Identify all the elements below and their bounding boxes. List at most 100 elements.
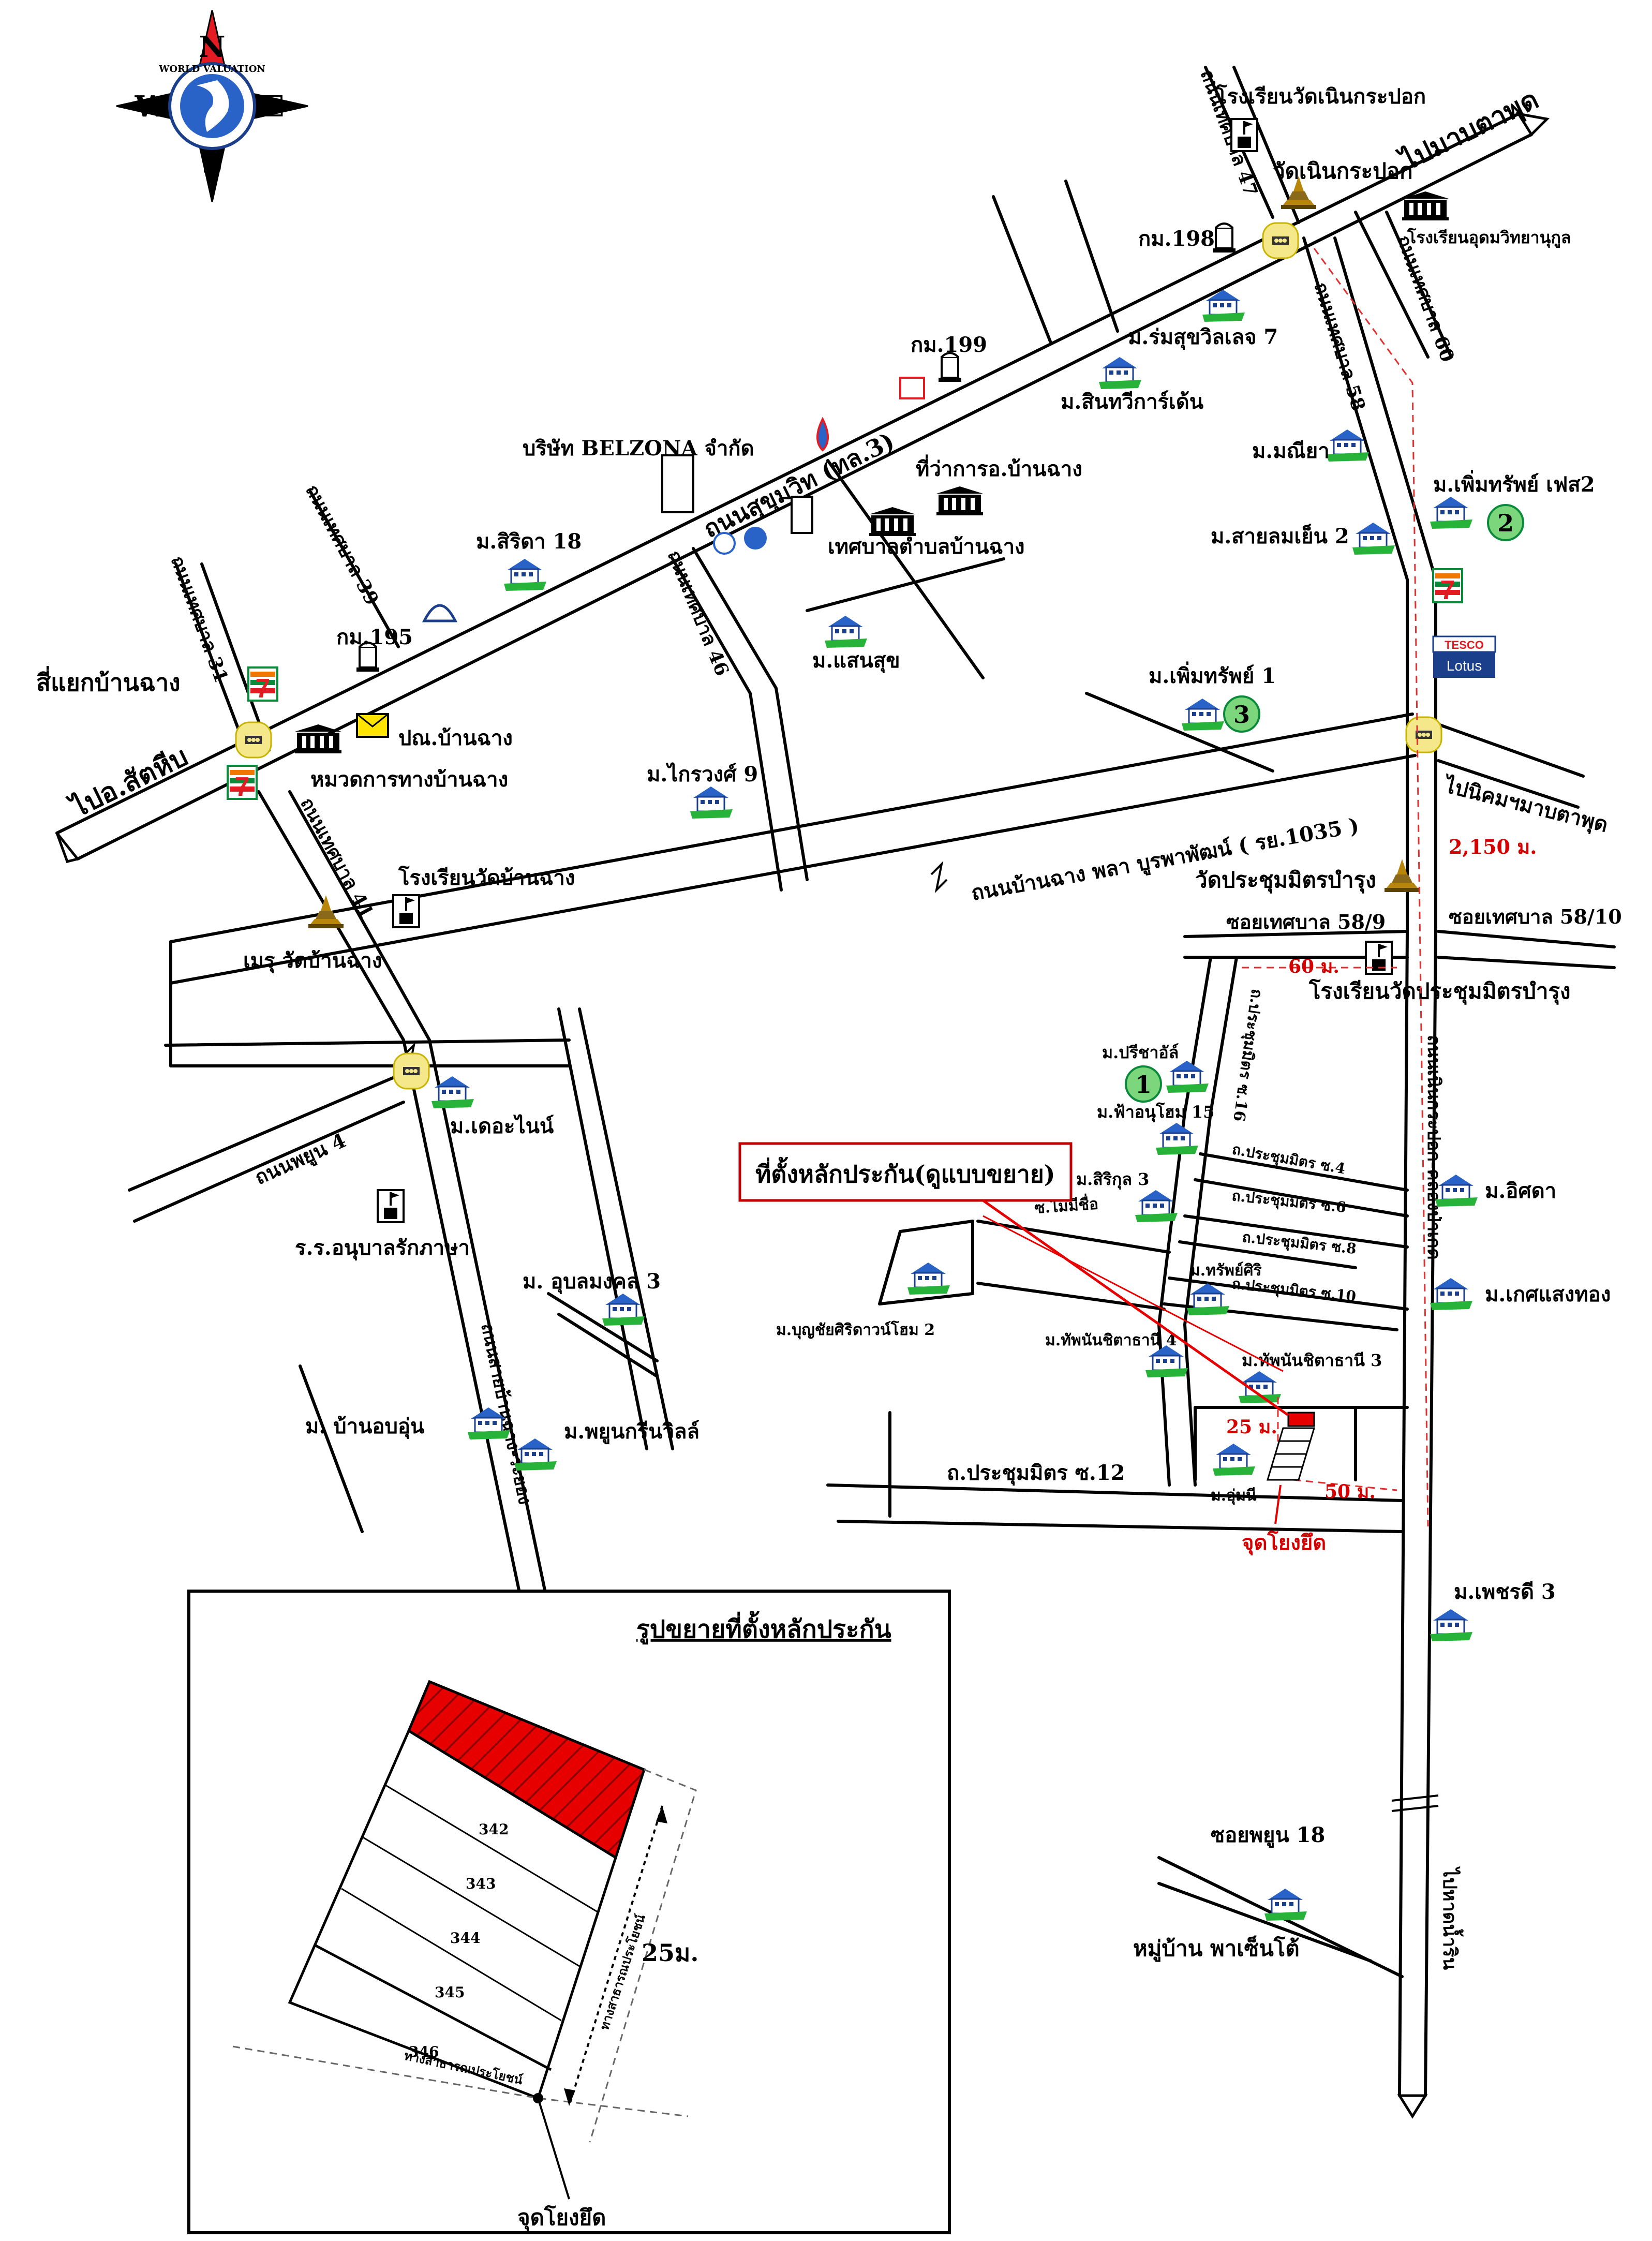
plot-345: 345 <box>435 1984 465 2001</box>
label-meru: เมรุ วัดบ้านฉาง <box>243 948 382 974</box>
label-ref-point: จุดโยงยึด <box>1242 1531 1326 1556</box>
label-phayoon-4: ถนนพยูน 4 <box>251 1129 350 1190</box>
seven-eleven-icon <box>247 666 278 705</box>
village-icon <box>503 558 547 592</box>
inset-title: รูปขยายที่ตั้งหลักประกัน <box>636 1611 891 1645</box>
seven-eleven-icon <box>227 765 258 803</box>
lotus-text: Lotus <box>1447 658 1482 674</box>
village-thanyathanee-4: ม.ทัพนันชิตาธานี 4 <box>1045 1331 1177 1349</box>
collateral-plots-mini <box>1266 1412 1316 1481</box>
village-petcharee-3: ม.เพชรดี 3 <box>1454 1580 1556 1604</box>
inset-panel: รูปขยายที่ตั้งหลักประกัน 342 343 344 345… <box>187 1590 951 2234</box>
village-icon <box>1429 1277 1474 1311</box>
village-icon <box>601 1293 646 1327</box>
temple-icon <box>1385 859 1420 892</box>
village-saensuk: ม.แสนสุข <box>812 648 900 674</box>
label-25m: 25ม. <box>642 1939 698 1967</box>
village-maneeya: ม.มณียา <box>1252 439 1330 463</box>
village-icon <box>824 615 868 649</box>
government-icon <box>936 486 983 515</box>
village-icon <box>1098 356 1142 390</box>
village-ubon-3: ม. อุบลมงคล 3 <box>523 1269 661 1295</box>
label-prachum-6: ถ.ประชุมมิตร ซ.6 <box>1231 1187 1347 1216</box>
village-icon <box>689 785 734 820</box>
collateral-callout[interactable]: ที่ตั้งหลักประกัน(ดูแบบขยาย) <box>738 1142 1073 1202</box>
label-dist-60: 60 ม. <box>1288 956 1340 977</box>
village-icon <box>1155 1122 1199 1156</box>
label-prachum-4: ถ.ประชุมมิตร ซ.4 <box>1231 1140 1347 1178</box>
label-post-office: ปณ.บ้านฉาง <box>398 726 513 750</box>
plot-343: 343 <box>466 1875 496 1892</box>
label-school-noen: โรงเรียนวัดเนินกระปอก <box>1215 84 1426 109</box>
label-tesaban-39: ถนนเทศบาล 39 <box>301 481 383 609</box>
dimension-2150 <box>1313 248 1429 1527</box>
village-umnee: ม.อุ่มนี <box>1211 1487 1257 1505</box>
label-tesaban-60: ถนนเทศบาล 60 <box>1393 232 1459 365</box>
village-icon <box>1134 1189 1179 1223</box>
label-soi-phayoon-18: ซอยพยูน 18 <box>1211 1823 1325 1848</box>
marker-3: 3 <box>1223 695 1260 733</box>
school-icon <box>1365 941 1393 975</box>
village-issada: ม.อิศดา <box>1485 1179 1556 1203</box>
label-km-198: กม.198 <box>1138 227 1215 251</box>
tesco-lotus-logo: TESCO Lotus <box>1432 635 1496 678</box>
village-ket-saeng: ม.เกศแสงทอง <box>1485 1282 1611 1307</box>
label-school-prachum: โรงเรียนวัดประชุมมิตรบำรุง <box>1308 978 1571 1005</box>
gas-station-icon <box>816 417 829 452</box>
village-the-nine: ม.เดอะไนน์ <box>450 1114 554 1138</box>
callout-leader <box>983 1215 1284 1372</box>
svg-text:3: 3 <box>1233 701 1250 729</box>
village-kaiwong-9: ม.ไกรวงศ์ 9 <box>647 762 758 786</box>
label-prachum-12: ถ.ประชุมมิตร ซ.12 <box>947 1461 1125 1486</box>
compass-east: E <box>262 90 285 124</box>
label-to-pak-nam: ไปหาดน้ำริน <box>1439 1866 1464 1970</box>
village-pakhen-to: หมู่บ้าน พาเซ็นโต้ <box>1133 1935 1300 1962</box>
km-post-icon <box>937 352 962 383</box>
village-icon <box>1181 697 1225 732</box>
village-icon <box>1165 1060 1210 1094</box>
label-junction: สี่แยกบ้านฉาง <box>36 666 181 696</box>
label-prachum-16: ถ.ประชุมมิตร ซ.16 <box>1229 988 1266 1123</box>
label-municipality: เทศบาลตำบลบ้านฉาง <box>828 535 1025 559</box>
label-noen-krapok: ถนนเนินกระปอก-คลองป่าเกด <box>1423 1035 1444 1260</box>
building-icon <box>791 496 813 534</box>
compass-south: S <box>202 146 222 181</box>
label-belzona: บริษัท BELZONA จำกัด <box>523 436 754 461</box>
label-tesaban-41: ถนนเทศบาล 41 <box>296 794 378 922</box>
label-dist-50: 50 ม. <box>1324 1481 1376 1503</box>
plot-342: 342 <box>479 1821 509 1838</box>
school-icon <box>392 894 420 928</box>
village-permsap-2: ม.เพิ่มทรัพย์ เฟส2 <box>1433 470 1595 497</box>
callout-leader <box>982 1199 1289 1417</box>
label-km-195: กม.195 <box>336 625 413 649</box>
village-bunchai: ม.บุญชัยศิริดาวน์โฮม 2 <box>776 1320 935 1340</box>
village-phayoon-green: ม.พยูนกรีนวิลล์ <box>564 1419 700 1444</box>
marker-1: 1 <box>1125 1065 1162 1103</box>
building-icon <box>661 454 694 513</box>
compass: WORLD VALUATION N S W E <box>116 10 308 202</box>
label-tesaban-58: ถนนเทศบาล 58 <box>1309 279 1370 413</box>
traffic-signal-south <box>393 1052 430 1090</box>
drop-icon <box>713 532 736 555</box>
inset-ref-point: จุดโยงยึด <box>517 2205 606 2231</box>
label-school-wat-banchang: โรงเรียนวัดบ้านฉาง <box>398 866 575 890</box>
village-icon <box>1429 496 1474 530</box>
village-icon <box>1429 1608 1474 1642</box>
svg-text:1: 1 <box>1135 1071 1152 1099</box>
svg-text:2: 2 <box>1497 509 1514 537</box>
village-icon <box>1144 1344 1189 1378</box>
village-siriku-3: ม.สิริกุล 3 <box>1076 1169 1149 1190</box>
label-soi-58-10: ซอยเทศบาล 58/10 <box>1449 905 1622 928</box>
book-icon <box>899 377 925 399</box>
bank-icon <box>744 527 767 550</box>
school-icon <box>1230 118 1258 152</box>
village-icon <box>1263 1888 1308 1922</box>
government-icon <box>295 724 341 753</box>
label-school-udom: โรงเรียนอุดมวิทยานุกูล <box>1407 228 1571 248</box>
village-rom-suk: ม.ร่มสุขวิลเลจ 7 <box>1128 325 1278 350</box>
marker-2: 2 <box>1487 504 1524 541</box>
plot-344: 344 <box>450 1930 480 1947</box>
compass-west: W <box>135 90 168 124</box>
village-preecha: ม.ปรีชาอัล์ <box>1102 1043 1179 1062</box>
